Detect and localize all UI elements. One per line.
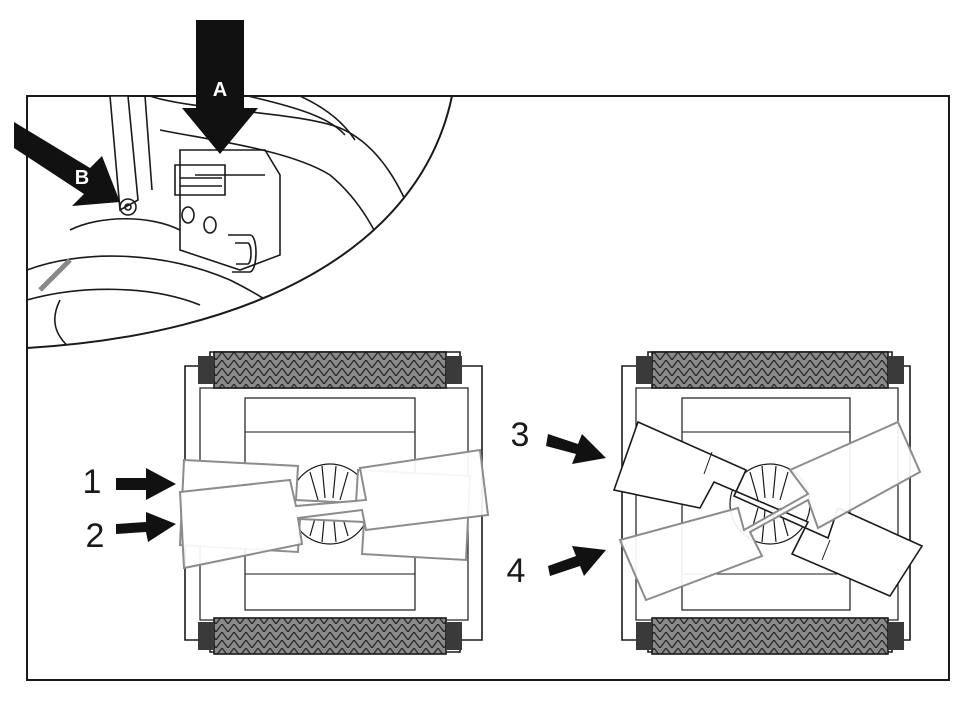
step-label-2: 2 [86,517,105,555]
step-label-4: 4 [507,552,526,590]
detail-boundary [26,95,453,349]
cleaner-unit-left [178,351,490,655]
cleaner-unit-right [612,351,924,655]
arrow-right-icon [116,512,176,542]
filter-panel-3 [612,420,924,598]
brush-roller-bottom [213,617,447,655]
arrow-right-icon: B [14,122,120,206]
arrow-right-icon [116,468,176,500]
arrow-b-label: B [75,167,89,189]
arrow-a-label: A [213,79,227,101]
step-label-3: 3 [511,416,530,454]
filter-panel-4 [618,420,922,602]
step-label-1: 1 [83,463,102,501]
arrow-right-icon [548,546,606,576]
brush-roller-bottom [651,617,889,655]
arrow-down-icon: A [182,20,258,154]
brush-roller-top [651,351,889,389]
arrow-right-icon [546,434,606,464]
brush-roller-top [213,351,447,389]
filter-panel-2 [178,448,490,570]
